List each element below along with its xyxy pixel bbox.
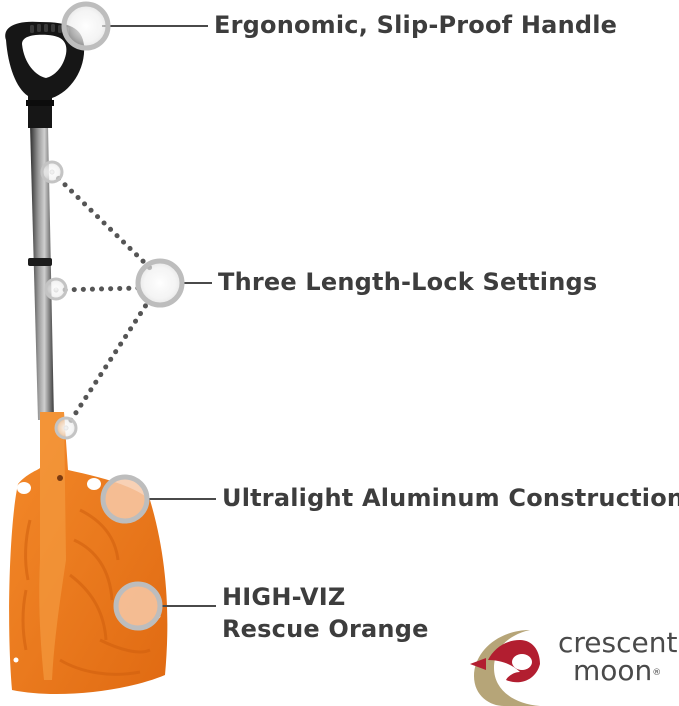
marker-lock-2 bbox=[44, 277, 68, 301]
marker-aluminum bbox=[100, 474, 150, 524]
callout-handle-label: Ergonomic, Slip-Proof Handle bbox=[214, 11, 618, 39]
callout-aluminum-label: Ultralight Aluminum Construction bbox=[222, 484, 679, 512]
shovel-blade bbox=[9, 412, 168, 695]
brand-wordmark: crescent moon® bbox=[558, 629, 677, 685]
leader-lines bbox=[102, 25, 216, 607]
registered-mark: ® bbox=[652, 668, 662, 678]
brand-line2-wrap: moon® bbox=[558, 657, 677, 685]
callout-viz-label: HIGH-VIZ Rescue Orange bbox=[222, 581, 429, 645]
shaft-upper bbox=[30, 125, 54, 420]
lock-connectors bbox=[49, 169, 153, 431]
brand-line1: crescent bbox=[558, 626, 678, 659]
callout-viz-line1: HIGH-VIZ bbox=[222, 583, 346, 611]
brand-line2: moon bbox=[573, 654, 653, 687]
marker-viz bbox=[113, 581, 163, 631]
callout-lock-label: Three Length-Lock Settings bbox=[218, 268, 598, 296]
d-handle bbox=[5, 21, 85, 129]
marker-lock-3 bbox=[54, 416, 78, 440]
marker-lock-1 bbox=[40, 160, 64, 184]
callout-viz-line2: Rescue Orange bbox=[222, 615, 429, 643]
shaft-collar bbox=[28, 258, 52, 266]
marker-handle bbox=[61, 1, 111, 51]
brand-logo-mark bbox=[470, 630, 540, 706]
marker-lock-hub bbox=[135, 258, 185, 308]
callout-markers bbox=[40, 1, 185, 631]
